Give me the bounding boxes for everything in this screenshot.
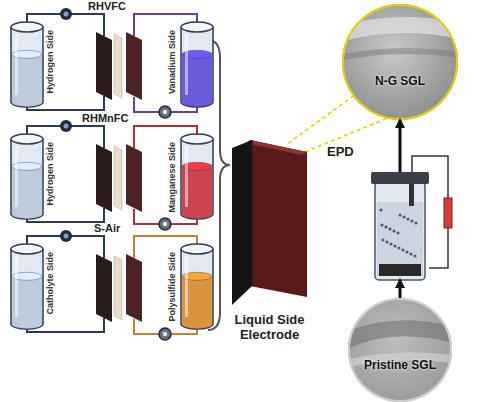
electrode-layer (232, 140, 252, 305)
node-outline (348, 298, 452, 402)
node-text: N-G SGL (342, 74, 458, 88)
tank-body (11, 139, 43, 219)
tank-body (11, 249, 43, 329)
electrode-edge (252, 140, 253, 286)
cell-stack (27, 230, 142, 332)
tank-lid (181, 244, 213, 254)
suspended-particle (402, 215, 405, 218)
tank-lid (181, 22, 213, 32)
node-text: Catholyte Side (45, 252, 55, 315)
node-outline (10, 244, 44, 329)
cell-liquid (377, 202, 423, 276)
epd-cell: EPD (371, 172, 429, 280)
tank-cylinder: Vanadium Side (180, 22, 214, 107)
node-outline (371, 172, 429, 280)
suspended-particle (384, 225, 387, 228)
electrode-slab: Liquid Side Electrode (232, 140, 307, 305)
suspended-particle (405, 250, 408, 253)
zoom-border (343, 5, 457, 119)
node-text: Hydrogen Side (45, 142, 55, 206)
suspended-particle (410, 219, 413, 222)
tank-body (181, 139, 213, 219)
process-arrow (399, 280, 402, 298)
node-text: Liquid Side Electrode (212, 312, 327, 342)
suspended-particle (388, 227, 391, 230)
system-label: RHMnFC (82, 112, 128, 124)
suspended-particle (379, 208, 382, 211)
system-label: RHVFC (88, 0, 126, 12)
zoom-leader (288, 96, 353, 143)
node-outline (342, 4, 458, 120)
suspended-particle (398, 213, 401, 216)
node-outline (10, 22, 44, 107)
counter-electrode (409, 182, 414, 206)
tank-cylinder: Catholyte Side (10, 244, 44, 329)
tank-cylinder: Manganese Side (180, 134, 214, 219)
node-text: EPD (327, 144, 354, 159)
suspended-particle (392, 229, 395, 232)
coating-layer (332, 51, 468, 59)
tank-highlight (15, 146, 18, 207)
tank-highlight (185, 146, 188, 207)
tank-lid (11, 134, 43, 144)
node-outline (232, 140, 307, 305)
suspended-particle (406, 217, 409, 220)
suspended-particle (409, 252, 412, 255)
tank-highlight (185, 256, 188, 317)
suspended-particle (380, 223, 383, 226)
tank-cylinder: Polysulfide Side (180, 244, 214, 329)
tank-body (181, 27, 213, 107)
node-outline (180, 22, 214, 107)
suspended-particle (401, 248, 404, 251)
tank-lid (181, 134, 213, 144)
zoom-circle: N-G SGL (342, 4, 458, 120)
cell-body (375, 182, 425, 280)
suspended-particle (397, 246, 400, 249)
tank-cylinder: Hydrogen Side (10, 22, 44, 107)
node-outline (180, 134, 214, 219)
tank-cylinder: Hydrogen Side (10, 134, 44, 219)
cell-stack (27, 8, 142, 110)
suspended-particle (413, 254, 416, 257)
cell-lid (371, 172, 429, 184)
tank-highlight (15, 34, 18, 95)
electrode-layer (246, 140, 307, 155)
node-text: Vanadium Side (167, 30, 177, 94)
electrode-layer (250, 140, 307, 297)
suspended-particle (381, 238, 384, 241)
tank-highlight (185, 34, 188, 95)
node-text: Pristine SGL (348, 358, 452, 372)
tank-lid (11, 22, 43, 32)
suspended-particle (393, 244, 396, 247)
zoom-border (349, 299, 451, 401)
cell-stack (27, 120, 142, 222)
fiber-band (338, 328, 462, 345)
suspended-particle (414, 221, 417, 224)
node-outline (180, 244, 214, 329)
substrate-electrode (379, 264, 421, 276)
circuit-wire (429, 228, 448, 268)
tank-lid (11, 244, 43, 254)
tank-body (11, 27, 43, 107)
node-text: Hydrogen Side (45, 30, 55, 94)
micrograph-fill (348, 298, 452, 402)
tank-body (181, 249, 213, 329)
process-arrow (399, 120, 402, 172)
resistor-symbol (444, 198, 452, 228)
node-outline (10, 134, 44, 219)
zoom-circle: Pristine SGL (348, 298, 452, 402)
node-text: Polysulfide Side (167, 252, 177, 322)
suspended-particle (396, 231, 399, 234)
suspended-particle (385, 240, 388, 243)
suspended-particle (389, 242, 392, 245)
node-text: Manganese Side (167, 142, 177, 213)
system-label: S-Air (94, 222, 120, 234)
tank-highlight (15, 256, 18, 317)
